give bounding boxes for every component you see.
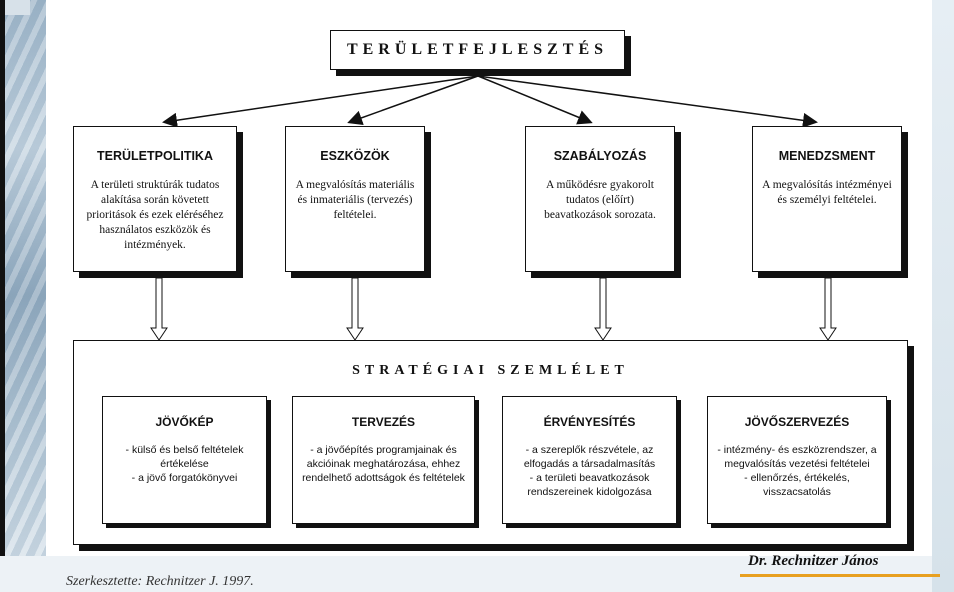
strategy-item-line: - külső és belső feltételek értékelése bbox=[125, 444, 244, 470]
right-background bbox=[932, 0, 954, 592]
column-text: A megvalósítás materiális és inmateriáli… bbox=[295, 179, 415, 221]
strategy-item-jovoszervezes: JÖVŐSZERVEZÉS - intézmény- és eszközrend… bbox=[707, 396, 887, 524]
down-arrow-3 bbox=[594, 277, 612, 341]
credit-text: Szerkesztette: Rechnitzer J. 1997. bbox=[66, 574, 254, 589]
author-underline bbox=[740, 574, 940, 577]
column-heading: TERÜLETPOLITIKA bbox=[97, 149, 213, 163]
column-box-eszkozok: ESZKÖZÖK A megvalósítás materiális és in… bbox=[285, 126, 425, 272]
column-text: A területi struktúrák tudatos alakítása … bbox=[86, 179, 224, 251]
strategy-item-line: - a jövő forgatókönyvei bbox=[131, 472, 238, 484]
main-title: TERÜLETFEJLESZTÉS bbox=[330, 30, 625, 70]
column-box-teruletpolitika: TERÜLETPOLITIKA A területi struktúrák tu… bbox=[73, 126, 237, 272]
down-arrow-2 bbox=[346, 277, 364, 341]
left-border-line bbox=[0, 0, 5, 592]
strategy-item-line: - a szereplők részvétele, az elfogadás a… bbox=[523, 444, 656, 470]
column-box-szabalyozas: SZABÁLYOZÁS A működésre gyakorolt tudato… bbox=[525, 126, 675, 272]
strategy-item-ervenyesites: ÉRVÉNYESÍTÉS - a szereplők részvétele, a… bbox=[502, 396, 677, 524]
strategy-item-line: - intézmény- és eszközrendszer, a megval… bbox=[717, 444, 877, 470]
corner-decoration bbox=[0, 0, 30, 15]
strategy-item-tervezes: TERVEZÉS - a jövőépítés programjainak és… bbox=[292, 396, 475, 524]
strategy-item-heading: JÖVŐKÉP bbox=[155, 415, 214, 429]
down-arrow-4 bbox=[819, 277, 837, 341]
author-name: Dr. Rechnitzer János bbox=[748, 553, 879, 569]
column-heading: ESZKÖZÖK bbox=[320, 149, 390, 163]
strategy-item-line: - ellenőrzés, értékelés, visszacsatolás bbox=[744, 472, 850, 498]
arrow-to-menedzsment bbox=[477, 75, 818, 128]
strategy-box: STRATÉGIAI SZEMLÉLET JÖVŐKÉP - külső és … bbox=[73, 340, 908, 545]
strategy-title: STRATÉGIAI SZEMLÉLET bbox=[352, 363, 629, 378]
column-text: A működésre gyakorolt tudatos (előírt) b… bbox=[544, 179, 656, 221]
background-pattern bbox=[0, 0, 46, 592]
column-text: A megvalósítás intézményei és személyi f… bbox=[762, 179, 892, 206]
strategy-item-line: - a jövőépítés programjainak és akcióina… bbox=[302, 444, 465, 484]
column-heading: MENEDZSMENT bbox=[778, 149, 876, 163]
down-arrow-1 bbox=[150, 277, 168, 341]
arrow-to-szabalyozas bbox=[477, 75, 593, 125]
strategy-item-jovokep: JÖVŐKÉP - külső és belső feltételek érté… bbox=[102, 396, 267, 524]
arrow-to-eszkozok bbox=[347, 75, 479, 125]
strategy-item-heading: ÉRVÉNYESÍTÉS bbox=[543, 415, 636, 429]
column-heading: SZABÁLYOZÁS bbox=[553, 149, 647, 163]
column-box-menedzsment: MENEDZSMENT A megvalósítás intézményei é… bbox=[752, 126, 902, 272]
strategy-item-line: - a területi beavatkozások rendszereinek… bbox=[527, 472, 652, 498]
strategy-item-heading: TERVEZÉS bbox=[351, 415, 416, 429]
arrow-to-teruletpolitika bbox=[162, 75, 479, 128]
strategy-item-heading: JÖVŐSZERVEZÉS bbox=[744, 415, 850, 429]
